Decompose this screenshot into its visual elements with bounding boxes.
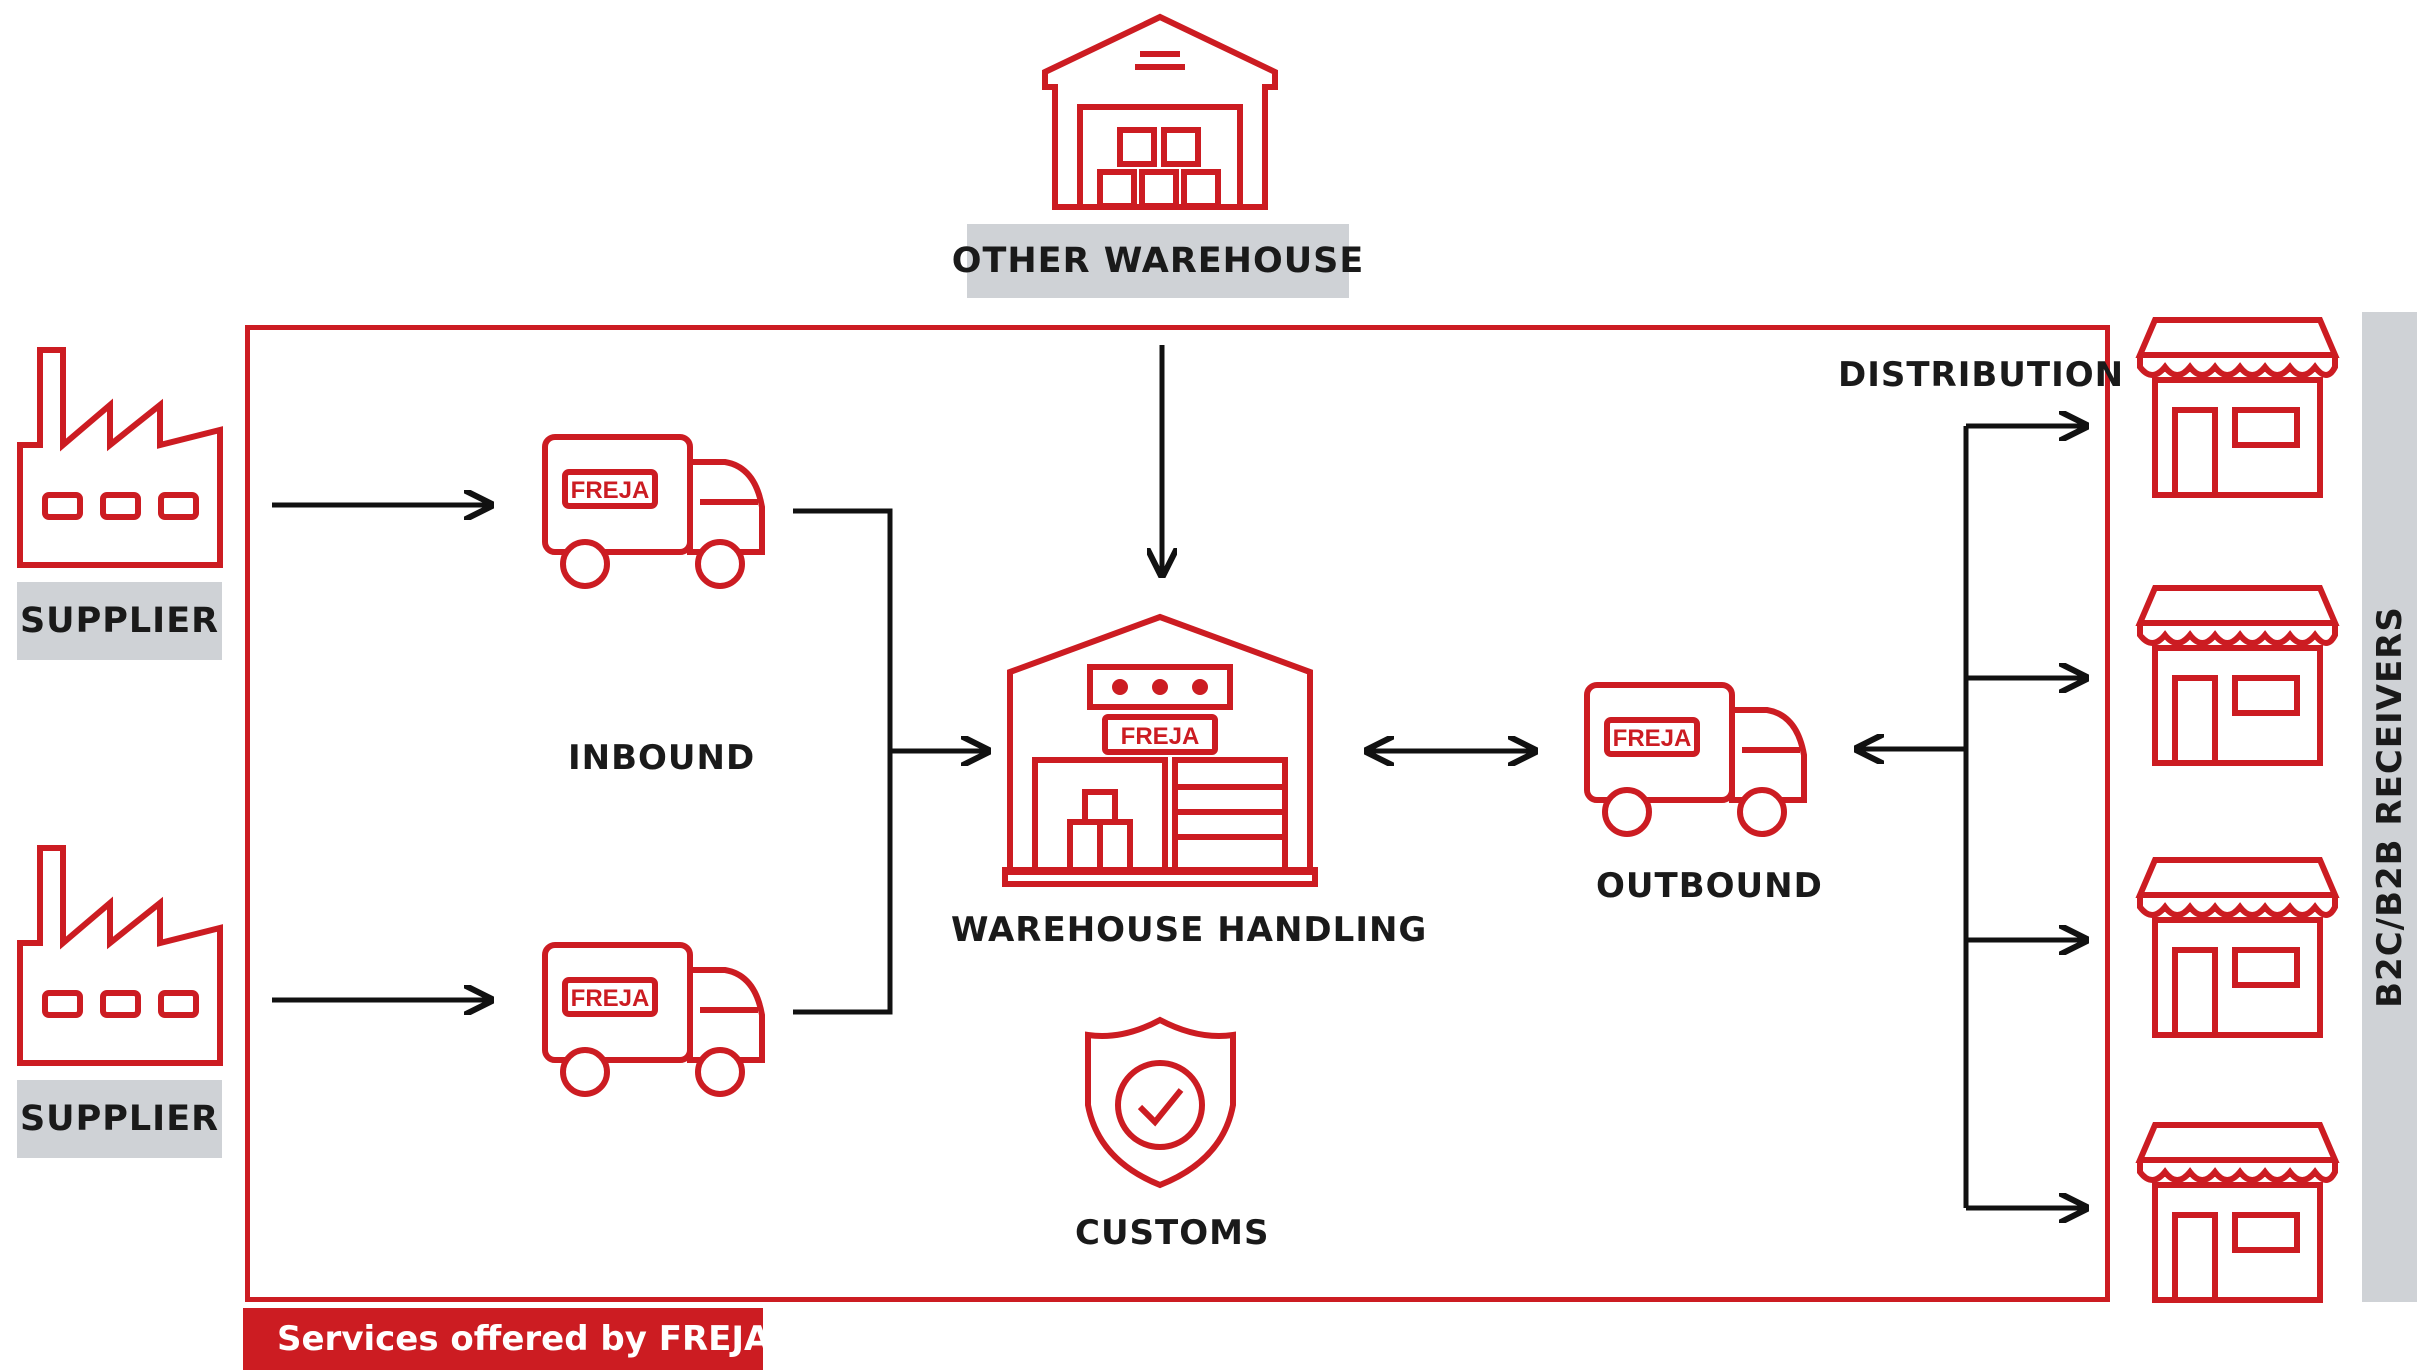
truck-icon: FREJA: [542, 942, 765, 1097]
storefront-icon: [2135, 317, 2340, 498]
warehouse-handling-label: WAREHOUSE HANDLING: [951, 910, 1428, 950]
warehouse-icon: FREJA: [1002, 613, 1318, 887]
warehouse-icon: [1042, 13, 1278, 210]
receivers-band: [2362, 312, 2417, 1302]
shield-check-icon: [1085, 1016, 1236, 1189]
truck-icon: FREJA: [542, 434, 765, 589]
distribution-label: DISTRIBUTION: [1838, 355, 2125, 395]
outbound-label: OUTBOUND: [1596, 866, 1823, 906]
warehouse-logo: FREJA: [1121, 723, 1200, 750]
inbound-label: INBOUND: [568, 738, 756, 778]
truck-icon: FREJA: [1584, 682, 1807, 837]
factory-icon: [17, 347, 223, 568]
supplier-tag-1: SUPPLIER: [17, 582, 222, 660]
storefront-icon: [2135, 1122, 2340, 1303]
services-box: [245, 325, 2110, 1302]
storefront-icon: [2135, 857, 2340, 1038]
inbound-bracket: [793, 508, 893, 1015]
storefront-icon: [2135, 585, 2340, 766]
services-tab: Services offered by FREJA: [243, 1308, 770, 1370]
truck-logo: FREJA: [571, 985, 650, 1012]
customs-label: CUSTOMS: [1075, 1213, 1270, 1253]
other-warehouse-tag: OTHER WAREHOUSE: [952, 224, 1363, 298]
truck-logo: FREJA: [571, 477, 650, 504]
factory-icon: [17, 845, 223, 1066]
truck-logo: FREJA: [1613, 725, 1692, 752]
supplier-tag-2: SUPPLIER: [17, 1080, 222, 1158]
